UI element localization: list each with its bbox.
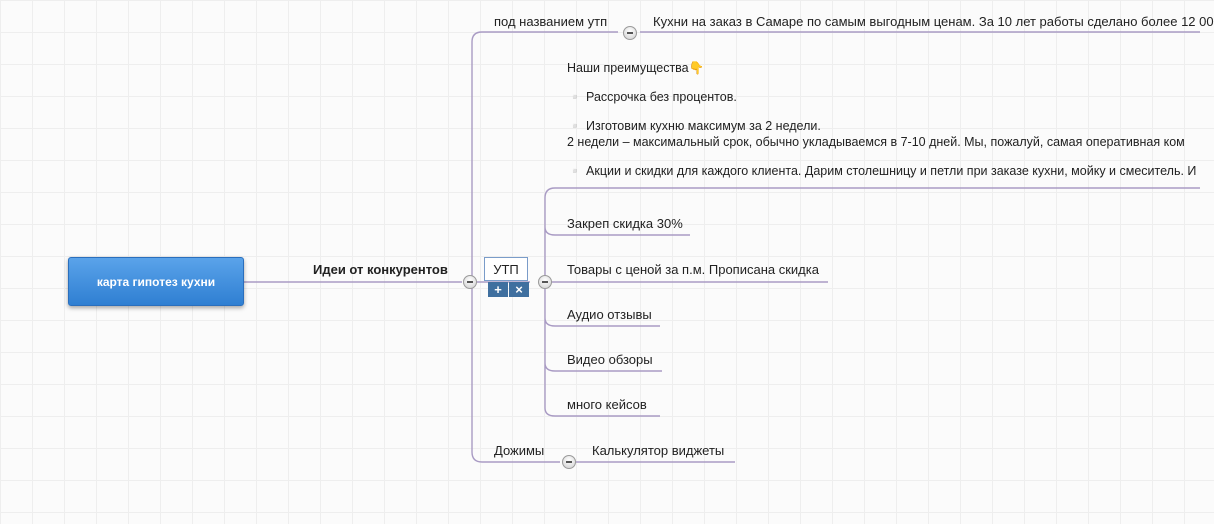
utp-child-audio-reviews[interactable]: Аудио отзывы bbox=[567, 307, 652, 322]
utp-headline-node[interactable]: Кухни на заказ в Самаре по самым выгодны… bbox=[653, 14, 1214, 30]
plus-icon: + bbox=[494, 282, 502, 297]
utp-headline-text: Кухни на заказ в Самаре по самым выгодны… bbox=[653, 14, 1214, 29]
utp-child-label: много кейсов bbox=[567, 397, 647, 412]
note-line: Наши преимущества👇 bbox=[567, 61, 705, 75]
utp-child-discount[interactable]: Закреп скидка 30% bbox=[567, 216, 683, 231]
collapse-ideas-toggle[interactable] bbox=[463, 275, 477, 289]
advantages-note[interactable]: Наши преимущества👇 ▫️ Рассрочка без проц… bbox=[567, 60, 1196, 179]
add-child-button[interactable]: + bbox=[488, 282, 508, 297]
utp-node-editor[interactable]: УТП bbox=[484, 257, 528, 281]
collapse-utp-title-toggle[interactable] bbox=[623, 26, 637, 40]
root-node[interactable]: карта гипотез кухни bbox=[68, 257, 244, 306]
close-icon: × bbox=[515, 282, 523, 297]
dozhimy-child-label: Калькулятор виджеты bbox=[592, 443, 725, 458]
branch-ideas-label: Идеи от конкурентов bbox=[313, 262, 448, 277]
note-line: ▫️ Рассрочка без процентов. bbox=[567, 90, 737, 104]
branch-ideas-from-competitors[interactable]: Идеи от конкурентов bbox=[313, 262, 448, 278]
delete-node-button[interactable]: × bbox=[509, 282, 529, 297]
note-line: 2 недели – максимальный срок, обычно укл… bbox=[567, 135, 1185, 149]
utp-child-cases[interactable]: много кейсов bbox=[567, 397, 647, 412]
branch-dozhimy-label: Дожимы bbox=[494, 443, 545, 458]
utp-node-label: УТП bbox=[493, 261, 519, 277]
collapse-utp-toggle[interactable] bbox=[538, 275, 552, 289]
root-node-label: карта гипотез кухни bbox=[96, 274, 216, 289]
utp-child-video-reviews[interactable]: Видео обзоры bbox=[567, 352, 653, 367]
link-utp-vertical bbox=[544, 187, 1200, 417]
utp-child-label: Закреп скидка 30% bbox=[567, 216, 683, 231]
branch-dozhimy[interactable]: Дожимы bbox=[494, 443, 544, 459]
branch-utp-title-label: под названием утп bbox=[494, 14, 608, 29]
note-line: ▫️ Акции и скидки для каждого клиента. Д… bbox=[567, 164, 1197, 178]
utp-child-label: Товары с ценой за п.м. Прописана скидка bbox=[567, 262, 819, 277]
utp-child-label: Видео обзоры bbox=[567, 352, 653, 367]
branch-utp-title[interactable]: под названием утп bbox=[494, 14, 607, 30]
utp-child-label: Аудио отзывы bbox=[567, 307, 652, 322]
link-ideas-vertical bbox=[471, 31, 618, 463]
dozhimy-child-calculator[interactable]: Калькулятор виджеты bbox=[592, 443, 724, 459]
utp-child-prices[interactable]: Товары с ценой за п.м. Прописана скидка bbox=[567, 262, 819, 277]
collapse-dozhimy-toggle[interactable] bbox=[562, 455, 576, 469]
note-line: ▫️ Изготовим кухню максимум за 2 недели. bbox=[567, 119, 821, 133]
